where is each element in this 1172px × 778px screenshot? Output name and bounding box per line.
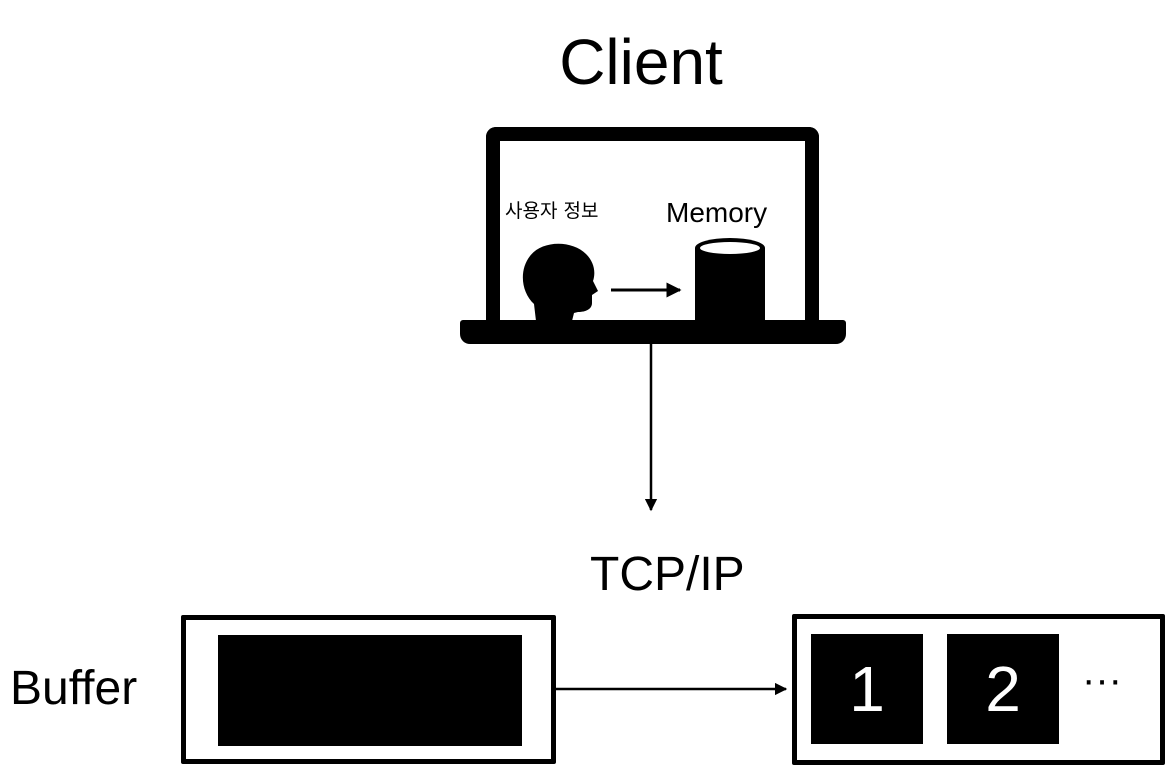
buffer-data-block	[218, 635, 522, 746]
more-segments-ellipsis: ···	[1082, 658, 1122, 702]
segment-2: 2	[947, 634, 1059, 744]
buffer-label: Buffer	[10, 662, 138, 715]
user-info-label: 사용자 정보	[505, 200, 599, 222]
laptop-base	[460, 320, 846, 344]
segment-1: 1	[811, 634, 923, 744]
tcp-ip-label: TCP/IP	[590, 548, 745, 601]
client-title: Client	[559, 26, 723, 98]
memory-label: Memory	[666, 197, 768, 228]
laptop-screen	[486, 127, 819, 335]
